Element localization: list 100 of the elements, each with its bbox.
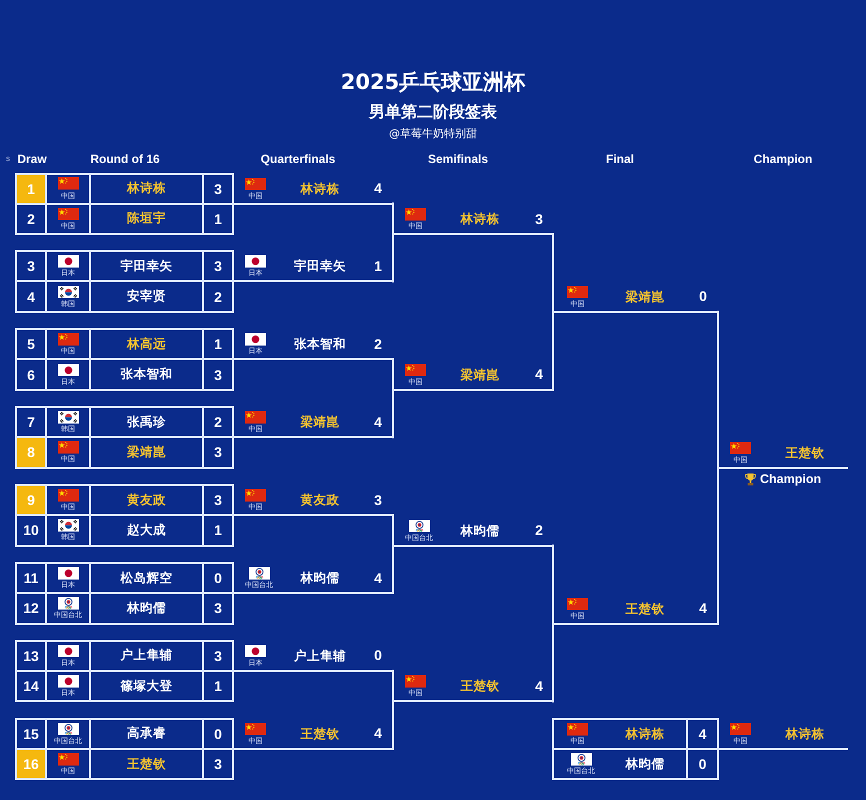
player-name: 林诗栋 <box>786 726 824 743</box>
player-name: 林诗栋 <box>626 726 664 743</box>
bracket-line <box>392 544 394 594</box>
bracket-line <box>392 358 394 391</box>
bracket-line <box>717 310 719 469</box>
draw-row <box>15 562 234 594</box>
seed-number: 3 <box>17 252 47 280</box>
player-name: 户上隼辅 <box>294 648 346 665</box>
player-name: 王楚钦 <box>786 444 824 462</box>
player-name: 张禹珍 <box>91 408 204 436</box>
player-name: 陈垣宇 <box>91 204 204 233</box>
bracket-entry <box>233 330 394 360</box>
match-row <box>552 750 719 780</box>
seed-number: 1 <box>17 174 47 202</box>
column-header: Final <box>606 152 634 166</box>
draw-row <box>15 438 234 469</box>
seed-number: 13 <box>17 642 47 670</box>
player-name: 梁靖崑 <box>91 438 204 467</box>
bracket-line <box>552 622 554 702</box>
bracket-entry <box>233 408 394 438</box>
bracket-entry <box>233 564 394 594</box>
score: 1 <box>213 521 223 540</box>
score: 4 <box>374 414 382 430</box>
bracket-entry <box>392 205 554 235</box>
draw-row <box>15 750 234 780</box>
player-name: 林昀儒 <box>626 756 664 773</box>
seed-number: 5 <box>17 330 47 358</box>
bracket-line <box>552 310 554 391</box>
seed-number: 10 <box>17 516 47 545</box>
player-name: 张本智和 <box>294 336 346 354</box>
bracket-entry <box>233 252 394 282</box>
player-name: 王楚钦 <box>626 600 664 618</box>
player-name: 林昀儒 <box>460 522 500 540</box>
column-header: Draw <box>17 152 47 166</box>
player-name: 梁靖崑 <box>626 288 664 306</box>
score: 3 <box>535 210 543 226</box>
score: 0 <box>698 755 708 774</box>
draw-row <box>15 594 234 624</box>
bracket-line <box>392 514 394 547</box>
player-name: 松岛辉空 <box>91 564 204 592</box>
seed-number: 15 <box>17 720 47 748</box>
seed-number: 4 <box>17 282 47 311</box>
column-header: Champion <box>754 152 812 166</box>
player-name: 林高远 <box>91 330 204 358</box>
draw-row <box>15 484 234 516</box>
bracket-line <box>392 670 394 702</box>
seed-number: 14 <box>17 672 47 700</box>
draw-row <box>15 406 234 438</box>
player-name: 林昀儒 <box>300 570 340 587</box>
score: 1 <box>213 677 223 696</box>
draw-row <box>15 516 234 547</box>
score: 3 <box>213 599 223 618</box>
score: 1 <box>213 335 223 354</box>
score: 0 <box>213 724 223 744</box>
bracket-line <box>552 544 554 624</box>
score: 3 <box>213 755 223 774</box>
draw-row <box>15 640 234 672</box>
title: 2025乒乓球亚洲杯 <box>340 70 526 94</box>
seed-number: 2 <box>17 204 47 233</box>
player-name: 林昀儒 <box>91 594 204 622</box>
bracket-entry <box>233 486 394 516</box>
seed-number: 11 <box>17 564 47 592</box>
player-name: 宇田幸矢 <box>91 252 204 280</box>
bracket-line <box>717 466 719 624</box>
score: 2 <box>535 522 543 538</box>
player-name: 高承睿 <box>91 720 204 748</box>
column-header: Semifinals <box>428 152 488 166</box>
bracket-line <box>392 388 394 438</box>
score: 2 <box>374 336 382 352</box>
score: 4 <box>374 570 382 586</box>
player-name: 林诗栋 <box>460 211 500 228</box>
bracket-line <box>392 202 394 235</box>
draw-row <box>15 172 234 204</box>
score: 4 <box>374 725 382 742</box>
score: 1 <box>213 210 223 229</box>
score: 3 <box>213 366 223 385</box>
seed-number: 7 <box>17 408 47 436</box>
score: 3 <box>213 491 223 510</box>
player-name: 黄友政 <box>300 492 340 510</box>
bracket-line <box>552 233 554 313</box>
player-name: 梁靖崑 <box>460 366 500 384</box>
draw-row <box>15 204 234 235</box>
seed-number: 12 <box>17 594 47 622</box>
score: 3 <box>213 646 223 666</box>
seed-number: 6 <box>17 360 47 389</box>
score: 2 <box>213 288 223 307</box>
score: 3 <box>213 180 223 198</box>
player-name: 王楚钦 <box>300 726 340 743</box>
score: 1 <box>374 258 382 274</box>
player-name: 宇田幸矢 <box>294 258 346 276</box>
player-name: 篠塚大登 <box>91 672 204 700</box>
score: 0 <box>699 288 707 304</box>
score: 4 <box>698 724 708 744</box>
score: 4 <box>535 678 543 694</box>
champion-label: Champion <box>760 472 822 488</box>
player-name: 林诗栋 <box>300 180 340 198</box>
seed-number: 16 <box>17 750 47 778</box>
score: 4 <box>535 366 543 382</box>
player-name: 王楚钦 <box>460 678 500 696</box>
score: 0 <box>213 569 223 588</box>
